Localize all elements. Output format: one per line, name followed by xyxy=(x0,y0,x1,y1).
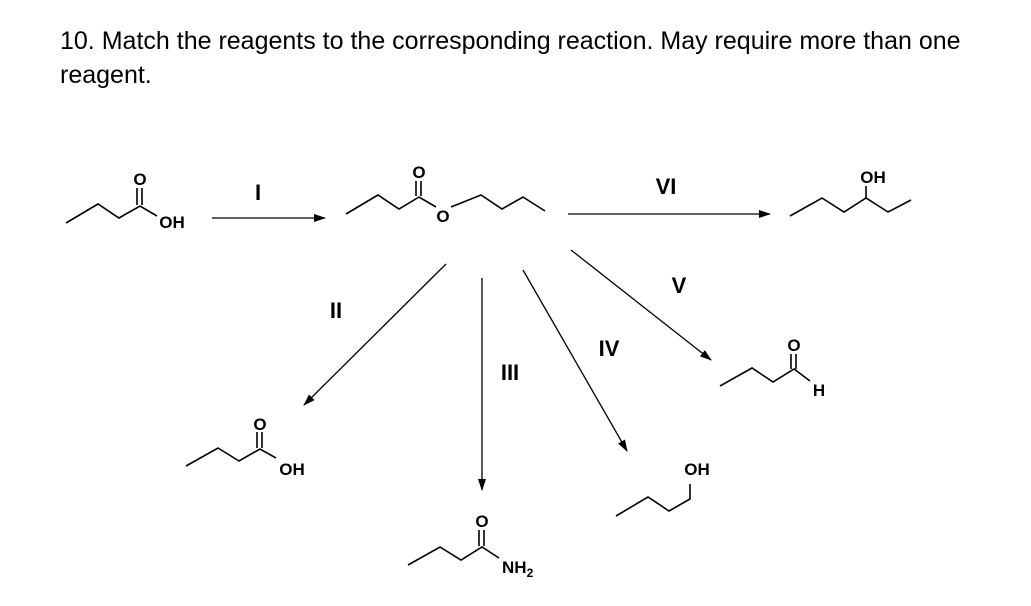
acid-carbonyl-oxygen-label: O xyxy=(253,415,266,434)
reaction-arrow-I: I xyxy=(212,180,326,222)
question-prompt: Match the reagents to the corresponding … xyxy=(60,27,961,89)
primary-alcohol-hydroxyl-label: OH xyxy=(684,460,710,479)
amide-carbonyl-oxygen-label: O xyxy=(475,512,488,531)
reaction-arrow-IV: IV xyxy=(522,269,628,452)
reaction-arrow-V: V xyxy=(570,249,712,361)
question-number: 10. xyxy=(60,27,95,55)
reaction-label-III: III xyxy=(501,360,519,385)
reaction-label-I: I xyxy=(255,180,261,205)
reaction-label-IV: IV xyxy=(599,336,620,361)
molecule-butyl-butanoate: O O xyxy=(345,163,546,226)
reaction-label-VI: VI xyxy=(656,174,677,199)
molecule-butan-2-ol: OH xyxy=(789,168,912,217)
question-text: 10. Match the reagents to the correspond… xyxy=(60,24,1000,92)
molecule-product-acid: O OH xyxy=(185,415,305,479)
reaction-label-V: V xyxy=(672,273,687,298)
reaction-arrow-III: III xyxy=(478,278,519,491)
reaction-arrow-II: II xyxy=(303,263,447,406)
molecule-butanoic-acid: O OH xyxy=(65,170,185,232)
aldehyde-oxygen-label: O xyxy=(787,336,800,355)
aldehyde-hydrogen-label: H xyxy=(813,381,825,400)
molecule-butanamide: O NH2 xyxy=(407,512,534,580)
alcohol-hydroxyl-label: OH xyxy=(860,168,886,187)
ester-carbonyl-oxygen-label: O xyxy=(412,163,425,182)
hydroxyl-label: OH xyxy=(159,213,185,232)
amine-label: NH2 xyxy=(502,558,534,580)
reaction-arrow-VI: VI xyxy=(568,174,771,218)
ester-oxygen-label: O xyxy=(436,207,449,226)
acid-hydroxyl-label: OH xyxy=(279,460,305,479)
carbonyl-oxygen-label: O xyxy=(133,170,146,189)
reaction-label-II: II xyxy=(330,298,342,323)
molecule-butanal: O H xyxy=(719,336,825,400)
molecule-butan-1-ol: OH xyxy=(615,460,710,517)
